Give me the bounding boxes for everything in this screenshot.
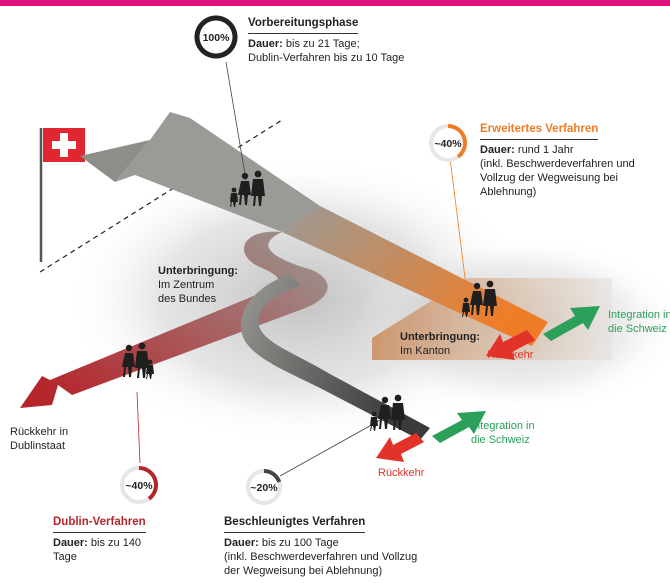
walking-people-icon bbox=[462, 280, 497, 317]
accelerated-title: Beschleunigtes Verfahren bbox=[224, 515, 366, 533]
preparation-duration: bis zu 21 Tage; bbox=[285, 38, 360, 50]
preparation-duration-line2: Dublin-Verfahren bis zu 10 Tage bbox=[248, 52, 405, 64]
border-line bbox=[39, 119, 283, 273]
leader-dublin bbox=[136, 391, 141, 464]
swiss-flag-icon bbox=[39, 128, 85, 262]
extended-line4: Ablehnung) bbox=[480, 186, 537, 198]
extended-block: Erweitertes Verfahren Dauer: rund 1 Jahr… bbox=[480, 122, 635, 199]
federal-accommodation-line2: des Bundes bbox=[158, 293, 217, 305]
ring-preparation: 100% bbox=[194, 15, 238, 59]
integration-arrow-top bbox=[543, 306, 600, 341]
accelerated-block: Beschleunigtes Verfahren Dauer: bis zu 1… bbox=[224, 515, 417, 578]
return-label-top: Rückkehr bbox=[487, 349, 534, 361]
integration-label-bottom: Integration in die Schweiz bbox=[471, 419, 535, 447]
walking-people-icon bbox=[370, 394, 405, 431]
accelerated-branch bbox=[240, 274, 430, 440]
federal-accommodation-line1: Im Zentrum bbox=[158, 279, 215, 291]
walking-people-icon bbox=[230, 170, 265, 207]
dublin-duration-label: Dauer: bbox=[53, 537, 88, 549]
percent-extended: ~40% bbox=[434, 138, 462, 150]
preparation-title: Vorbereitungsphase bbox=[248, 16, 359, 34]
percent-preparation: 100% bbox=[203, 32, 231, 44]
return-label-bottom: Rückkehr bbox=[378, 467, 425, 479]
accelerated-duration-label: Dauer: bbox=[224, 537, 259, 549]
ring-arc-dublin bbox=[138, 466, 158, 501]
integration-bottom-line2: die Schweiz bbox=[471, 434, 530, 446]
accelerated-line3: der Wegweisung bei Ablehnung) bbox=[224, 565, 383, 577]
dublin-title: Dublin-Verfahren bbox=[53, 515, 146, 533]
integration-top-line1: Integration in bbox=[608, 309, 670, 321]
leader-extended bbox=[449, 157, 467, 287]
ring-dublin: ~40% bbox=[120, 466, 158, 504]
ring-arc-accelerated bbox=[263, 469, 282, 483]
canton-accommodation-line1: Im Kanton bbox=[400, 345, 451, 357]
ring-arc-extended bbox=[447, 124, 467, 159]
main-road-tip bbox=[80, 140, 150, 182]
dublin-line2: Tage bbox=[53, 551, 77, 563]
extended-title: Erweitertes Verfahren bbox=[480, 122, 599, 140]
accelerated-duration: bis zu 100 Tage bbox=[261, 537, 339, 549]
main-road bbox=[115, 112, 320, 232]
ring-extended: ~40% bbox=[429, 124, 467, 162]
extended-duration: rund 1 Jahr bbox=[517, 144, 574, 156]
integration-bottom-line1: Integration in bbox=[471, 420, 535, 432]
preparation-block: Vorbereitungsphase Dauer: bis zu 21 Tage… bbox=[248, 16, 404, 65]
federal-accommodation-label: Unterbringung: bbox=[158, 265, 239, 277]
integration-top-line2: die Schweiz bbox=[608, 323, 667, 335]
dublin-duration: bis zu 140 bbox=[90, 537, 142, 549]
integration-label-top: Integration in die Schweiz bbox=[608, 308, 670, 336]
accelerated-line2: (inkl. Beschwerdeverfahren und Vollzug bbox=[224, 551, 418, 563]
ring-arc-preparation bbox=[194, 15, 238, 59]
integration-arrow-bottom bbox=[432, 411, 486, 443]
dublin-return-label: Rückkehr in Dublinstaat bbox=[10, 425, 68, 453]
leader-accelerated bbox=[279, 417, 385, 477]
percent-dublin: ~40% bbox=[125, 480, 153, 492]
preparation-duration-label: Dauer: bbox=[248, 38, 283, 50]
extended-duration-label: Dauer: bbox=[480, 144, 515, 156]
canton-accommodation-label: Unterbringung: bbox=[400, 331, 481, 343]
federal-accommodation-block: Unterbringung: Im Zentrum des Bundes bbox=[158, 264, 238, 306]
percent-accelerated: ~20% bbox=[250, 482, 278, 494]
top-bar bbox=[0, 0, 670, 6]
extended-line2: (inkl. Beschwerdeverfahren und bbox=[480, 158, 635, 170]
dublin-return-line1: Rückkehr in bbox=[10, 426, 69, 438]
walking-people-icon bbox=[122, 342, 154, 379]
dublin-branch bbox=[20, 231, 328, 408]
ring-accelerated: ~20% bbox=[246, 469, 282, 505]
extended-branch bbox=[282, 206, 548, 346]
leader-preparation bbox=[225, 61, 247, 181]
return-arrow-top bbox=[486, 330, 535, 360]
return-arrow-bottom bbox=[376, 433, 424, 462]
dublin-return-line2: Dublinstaat bbox=[10, 440, 66, 452]
extended-line3: Vollzug der Wegweisung bei bbox=[480, 172, 618, 184]
dublin-block: Dublin-Verfahren Dauer: bis zu 140 Tage bbox=[53, 515, 146, 564]
canton-accommodation-block: Unterbringung: Im Kanton bbox=[400, 330, 480, 358]
